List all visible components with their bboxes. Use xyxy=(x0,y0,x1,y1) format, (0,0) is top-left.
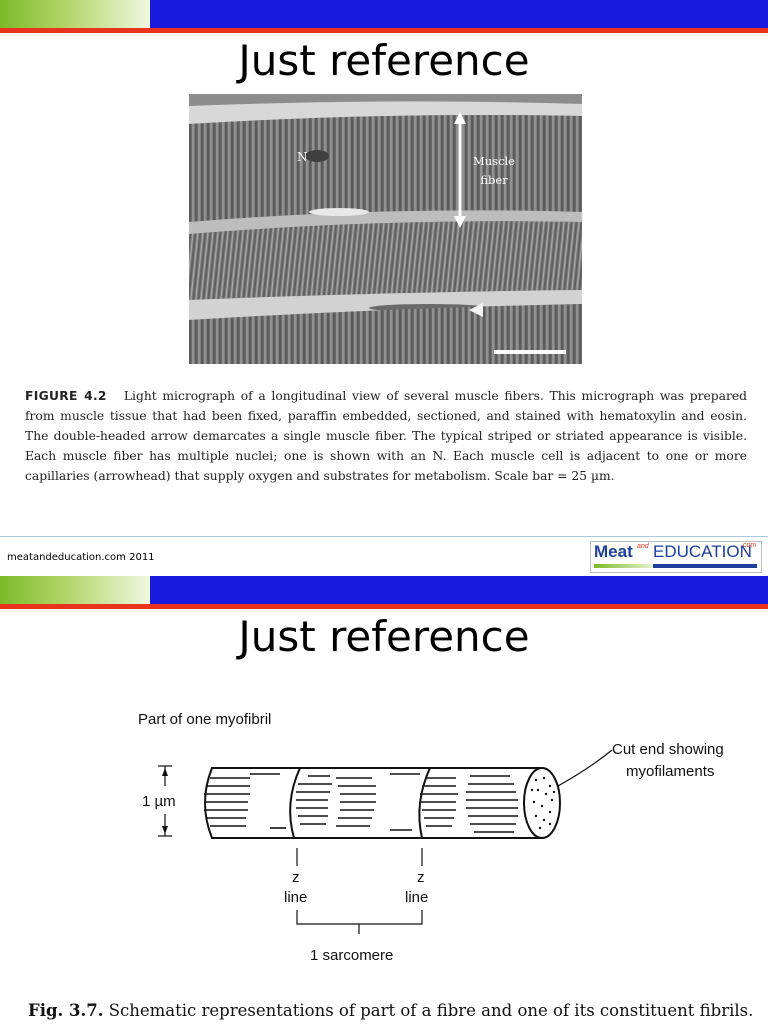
footer-rule xyxy=(0,536,768,537)
meat-education-logo: Meat and EDUCATION com xyxy=(590,541,762,573)
slide-1: Just reference xyxy=(0,0,768,573)
logo-com: com xyxy=(743,542,757,549)
micrograph-image xyxy=(189,94,582,364)
figure-caption-text: Schematic representations of part of a f… xyxy=(108,1001,754,1020)
footer-text: meatandeducation.com 2011 xyxy=(7,552,155,563)
header-blue-band xyxy=(150,576,768,604)
scale-label: 1 µm xyxy=(142,793,176,810)
slide-title: Just reference xyxy=(238,36,530,85)
logo-and: and xyxy=(637,543,649,550)
muscle-fiber-label-line-1: Muscle xyxy=(472,154,515,168)
cut-end-label-1: Cut end showing xyxy=(612,741,724,758)
figure-label: Fig. 3.7. xyxy=(28,1001,104,1020)
slide-2: Just reference Part of one myofibril 1 µ… xyxy=(0,576,768,1024)
nucleus-label: N xyxy=(297,150,308,164)
sarcomere-label: 1 sarcomere xyxy=(310,947,393,964)
muscle-fiber-label: Muscle fiber xyxy=(468,152,520,190)
header-green-block xyxy=(0,576,150,604)
header-bar xyxy=(0,576,768,610)
figure-caption: FIGURE 4.2 Light micrograph of a longitu… xyxy=(25,386,747,486)
logo-education: EDUCATION xyxy=(653,542,752,561)
myofibril-diagram: Part of one myofibril 1 µm xyxy=(138,711,724,964)
header-red-rule xyxy=(0,604,768,609)
myofilament-dots xyxy=(530,776,556,830)
figure-caption: Fig. 3.7. Schematic representations of p… xyxy=(28,1001,753,1020)
logo-green-bar xyxy=(594,564,654,568)
header-red-rule xyxy=(0,28,768,33)
striations xyxy=(204,773,518,833)
header-green-block xyxy=(0,0,150,28)
diagram-heading: Part of one myofibril xyxy=(138,711,271,728)
cut-end-label-2: myofilaments xyxy=(626,763,714,780)
logo-blue-bar xyxy=(653,564,757,568)
muscle-fiber-label-line-2: fiber xyxy=(480,173,508,187)
slide-title: Just reference xyxy=(238,612,530,661)
figure-caption-text: Light micrograph of a longitudinal view … xyxy=(25,389,747,483)
z-label-1: z xyxy=(292,869,300,886)
line-label-2: line xyxy=(405,889,428,906)
header-bar xyxy=(0,0,768,34)
header-blue-band xyxy=(150,0,768,28)
z-label-2: z xyxy=(417,869,425,886)
muscle-micrograph: N Muscle fiber xyxy=(189,94,582,364)
logo-meat: Meat xyxy=(594,542,633,561)
line-label-1: line xyxy=(284,889,307,906)
figure-label: FIGURE 4.2 xyxy=(25,389,107,403)
